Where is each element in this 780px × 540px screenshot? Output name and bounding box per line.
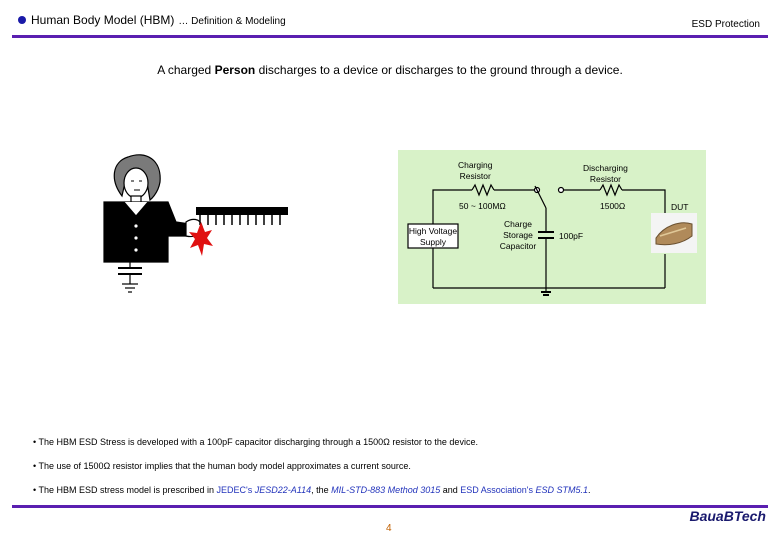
header-rule bbox=[12, 35, 768, 38]
bullet-3-prefix: • The HBM ESD stress model is prescribed… bbox=[33, 485, 217, 495]
bullet-3-end: . bbox=[588, 485, 591, 495]
jedec-name: JEDEC's bbox=[216, 485, 255, 495]
bullet-1: • The HBM ESD Stress is developed with a… bbox=[33, 437, 478, 447]
charging-label-line1: Charging bbox=[458, 160, 493, 170]
charging-resistance-value: 50 ~ 100MΩ bbox=[459, 201, 506, 211]
capacitance-value: 100pF bbox=[559, 231, 584, 241]
circuit-schematic bbox=[432, 183, 666, 296]
storage-label-line2: Storage bbox=[503, 230, 533, 240]
title-text: Human Body Model (HBM) bbox=[31, 13, 175, 27]
brand-logo: BauaBTech bbox=[689, 508, 766, 524]
storage-label-line3: Capacitor bbox=[499, 241, 537, 251]
bullet-3-sep: , the bbox=[311, 485, 332, 495]
supply-label-line1: High Voltage bbox=[408, 226, 458, 236]
discharging-label-line2: Resistor bbox=[589, 174, 622, 184]
person-figure-icon bbox=[103, 154, 203, 293]
section-label: ESD Protection bbox=[691, 19, 760, 30]
intro-after: discharges to a device or discharges to … bbox=[255, 63, 623, 77]
slide-title: Human Body Model (HBM)… Definition & Mod… bbox=[18, 13, 286, 27]
esda-reference: ESD Association's ESD STM5.1 bbox=[460, 485, 588, 495]
dut-chip-icon bbox=[651, 213, 697, 253]
intro-sentence: A charged Person discharges to a device … bbox=[0, 63, 780, 77]
bullet-3: • The HBM ESD stress model is prescribed… bbox=[33, 485, 591, 495]
page-number: 4 bbox=[386, 523, 392, 534]
discharging-label-line1: Discharging bbox=[583, 163, 628, 173]
jedec-standard: JESD22-A114 bbox=[254, 485, 312, 495]
storage-label-line1: Charge bbox=[504, 219, 532, 229]
supply-box bbox=[407, 223, 459, 249]
discharging-resistor-label: Discharging Resistor bbox=[583, 163, 628, 185]
footer-rule bbox=[12, 505, 768, 508]
bullet-2: • The use of 1500Ω resistor implies that… bbox=[33, 461, 411, 471]
intro-emphasis: Person bbox=[214, 63, 256, 77]
storage-capacitor-label: Charge Storage Capacitor bbox=[490, 219, 546, 252]
mil-std-reference: MIL-STD-883 Method 3015 bbox=[331, 485, 441, 495]
supply-label-line2: Supply bbox=[420, 237, 446, 247]
intro-before: A charged bbox=[157, 63, 215, 77]
discharging-resistance-value: 1500Ω bbox=[600, 201, 626, 211]
title-bullet-icon bbox=[18, 16, 26, 24]
spark-icon bbox=[189, 222, 213, 256]
bullet-3-and: and bbox=[440, 485, 461, 495]
ic-chip-icon bbox=[196, 207, 288, 225]
supply-label: High Voltage Supply bbox=[406, 226, 460, 248]
esda-name: ESD Association's bbox=[460, 485, 536, 495]
charging-label-line2: Resistor bbox=[459, 171, 491, 181]
dut-label: DUT bbox=[671, 202, 689, 212]
esda-standard: ESD STM5.1 bbox=[535, 485, 589, 495]
jedec-reference: JEDEC's JESD22-A114 bbox=[217, 485, 312, 495]
charging-resistor-label: Charging Resistor bbox=[458, 160, 493, 182]
title-subtitle: … Definition & Modeling bbox=[178, 16, 286, 27]
